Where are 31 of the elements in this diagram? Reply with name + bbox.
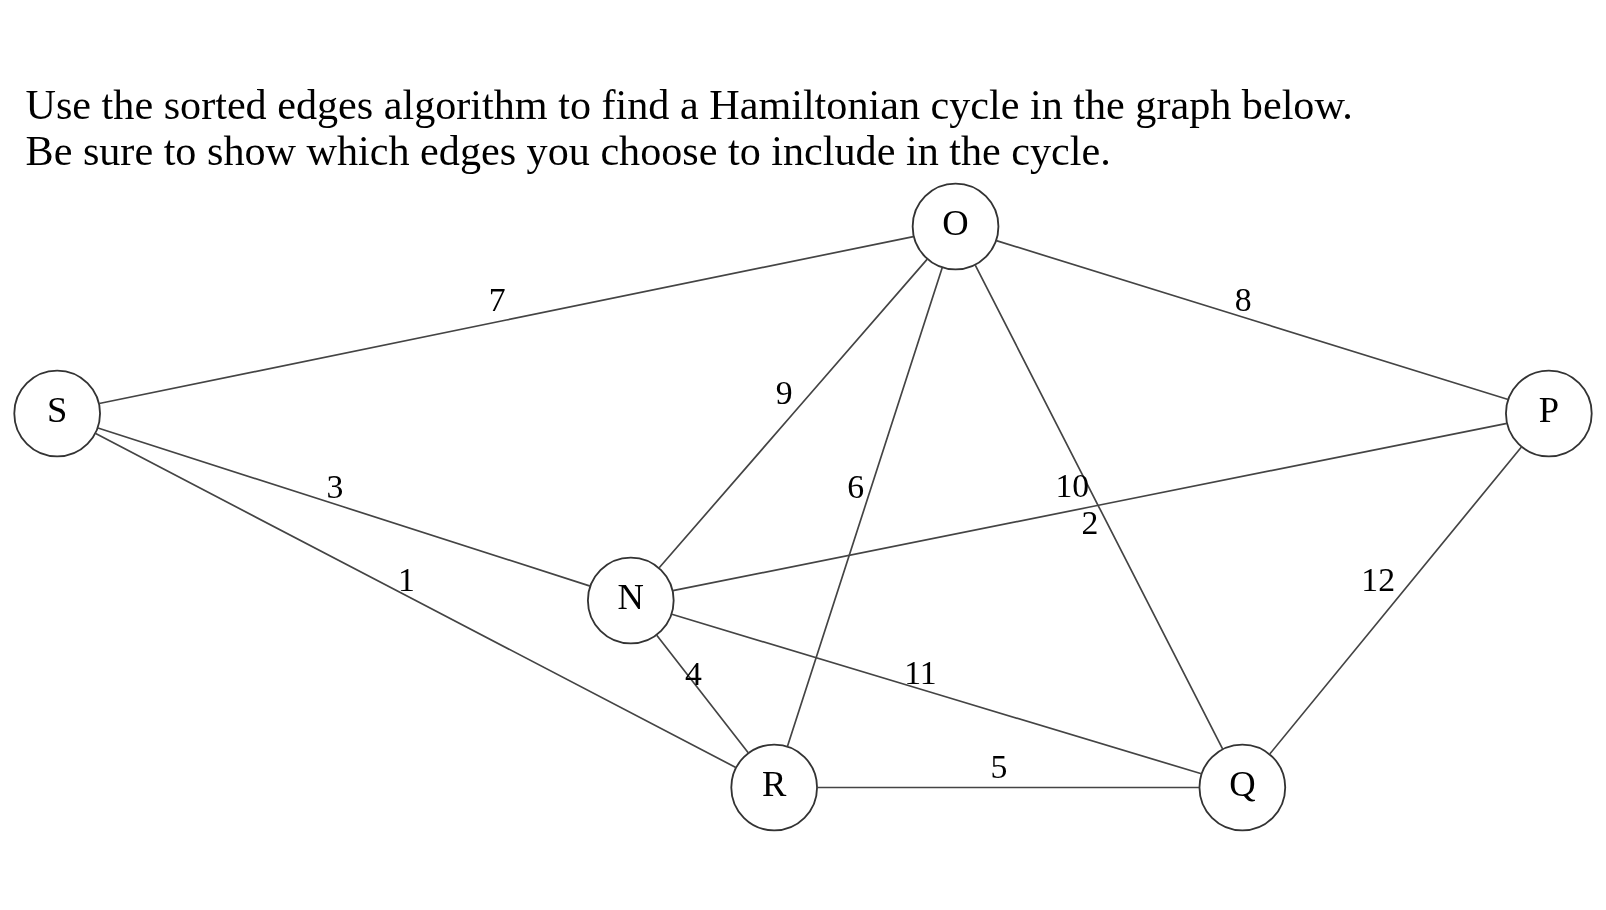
edge-label: 3 (326, 467, 344, 505)
node-circle: O (911, 182, 1000, 271)
edge-label: 1 (397, 560, 415, 598)
edge-label: 10 (1055, 467, 1090, 505)
node-circle: R (730, 743, 818, 832)
edge-label: 5 (990, 747, 1008, 785)
edge-label: 2 (1081, 504, 1099, 542)
edge-label: 9 (775, 373, 793, 411)
edge-label: 11 (904, 654, 937, 692)
connector (97, 427, 592, 587)
connector (1269, 445, 1523, 755)
connector (672, 422, 1508, 592)
node-circle: Q (1198, 743, 1287, 832)
connector (98, 235, 915, 405)
connector (658, 258, 929, 569)
edge-label: 8 (1234, 280, 1252, 318)
node-circle: P (1505, 369, 1593, 458)
connector (655, 634, 750, 754)
diagram-title: Use the sorted edges algorithm to find a Hamiltonian cycle in the graph below. Be sure to show which edges you choose to include in the cycle. (25, 80, 1353, 175)
edge-label: 4 (685, 654, 702, 692)
node-circle: N (587, 556, 675, 645)
connector (786, 266, 944, 748)
connector (974, 264, 1224, 750)
edge-label: 12 (1361, 560, 1396, 598)
edge-label: 7 (488, 280, 506, 318)
connector (816, 786, 1200, 789)
edge-label: 6 (847, 467, 865, 505)
connector (94, 432, 737, 769)
connector (671, 613, 1203, 775)
connector (995, 239, 1509, 401)
node-circle: S (13, 369, 101, 458)
